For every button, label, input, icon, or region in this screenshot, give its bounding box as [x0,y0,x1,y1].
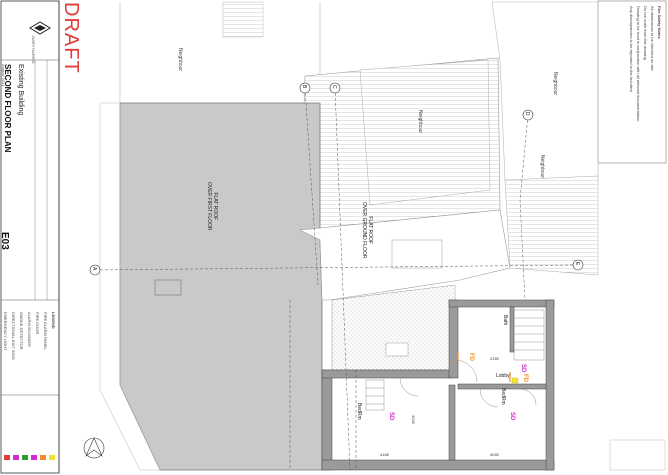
grid-marker-label: E [574,262,580,266]
north-arrow [83,437,105,459]
dimension-text: 2150 [490,356,499,361]
legend-item: DIRECTIONAL EXIT SIGN [11,312,16,360]
grid-markers [89,82,584,276]
note-line: Fire Safety Notes [657,6,662,39]
legend-item: SMOKE DETECTOR [19,312,24,350]
label-lobby: Lobby [496,373,510,379]
grid-marker-right-top [522,109,534,121]
label-neighbour: Neighbour [539,155,545,179]
note-line: Drawing to be read in conjunction with a… [636,6,641,122]
fire-door-label: FD [468,353,474,361]
company-logo [29,21,51,35]
legend-item: ALARM SOUNDER [27,312,32,347]
company-name: GARY HARRIS [31,36,36,64]
drawing-date: August 2024 [1,64,6,87]
note-line: All dimensions to be checked on site [650,6,655,71]
label-bedroom: BedRm [356,403,362,420]
legend-heading: LEGEND [51,312,56,329]
smoke-detector-label: SD [388,412,394,421]
dimension-text: 4165 [380,452,389,457]
fire-door-label: FD [522,374,528,382]
drawing-number: E03 [0,232,10,250]
label-bedroom: BedRm [500,388,506,405]
neighbour-roof-hatched [222,1,264,38]
neighbour-block-left [119,2,321,104]
grid-marker-label: C [331,85,337,89]
dimension-text: 3245 [411,415,416,424]
grid-marker-label: B [301,85,307,89]
label-flat-roof-first: FLAT ROOF OVER FIRST FLOOR [206,182,218,231]
grid-marker-top2 [329,82,341,94]
walls [321,299,555,471]
legend-item: FIRE ALARM PANEL [43,312,48,350]
note-line: Any discrepancies to be reported to the … [629,6,634,93]
label-neighbour: Neighbour [552,72,558,96]
grid-marker-label: D [524,112,530,116]
grid-marker-left [89,264,101,276]
dimension-text: 4040 [490,452,499,457]
neighbour-block-right [491,1,599,181]
draft-stamp: DRAFT [60,2,82,74]
grid-marker-right [572,259,584,271]
stair [365,309,545,411]
project-name: Existing Building [17,64,24,116]
legend-item: FIRE DOOR [35,312,40,335]
grid-lines [94,87,579,471]
legend-item: EMERGENCY LIGHT [3,312,8,351]
exit-sign [511,377,519,384]
label-flat-roof-ground: FLAT ROOF OVER GROUND FLOOR [361,202,373,259]
note-line: Do not scale from this drawing [643,6,648,60]
legend-swatches [4,455,55,460]
label-neighbour: Neighbour [417,110,423,134]
smoke-detector-label: SD [520,364,526,373]
label-bath: Bath [502,315,508,326]
grid-marker-top [299,82,311,94]
smoke-detector-label: SD [509,412,515,421]
label-neighbour: Neighbour [177,48,183,72]
flat-roof-first-floor [119,102,323,471]
grid-marker-label: A [91,267,97,271]
fire-door-marks [457,352,511,382]
